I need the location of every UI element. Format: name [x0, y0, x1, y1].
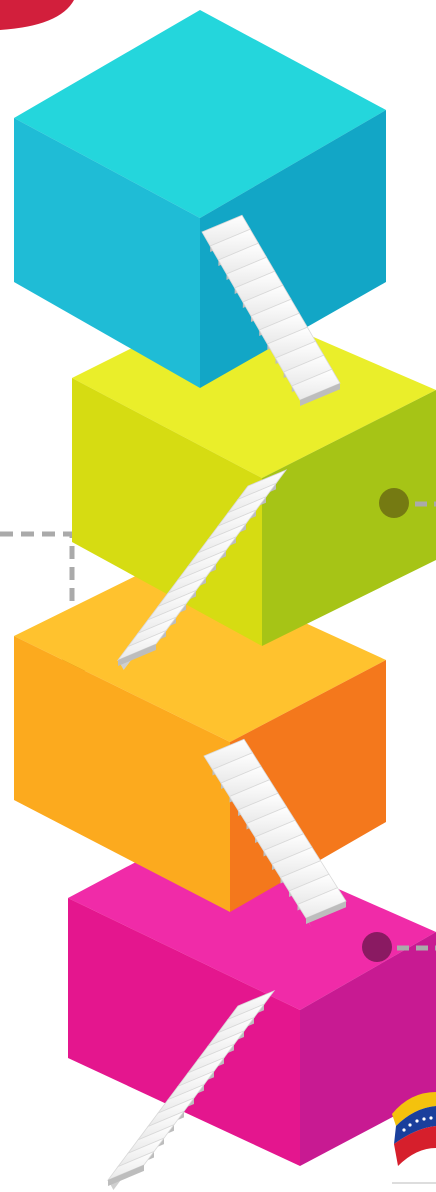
connector-dot-yellow: [379, 488, 409, 518]
corner-badge: [0, 0, 74, 30]
badge-divider: [392, 1182, 436, 1184]
connector-dot-magenta: [362, 932, 392, 962]
orange-block: [14, 560, 386, 912]
cyan-block: [14, 10, 386, 388]
